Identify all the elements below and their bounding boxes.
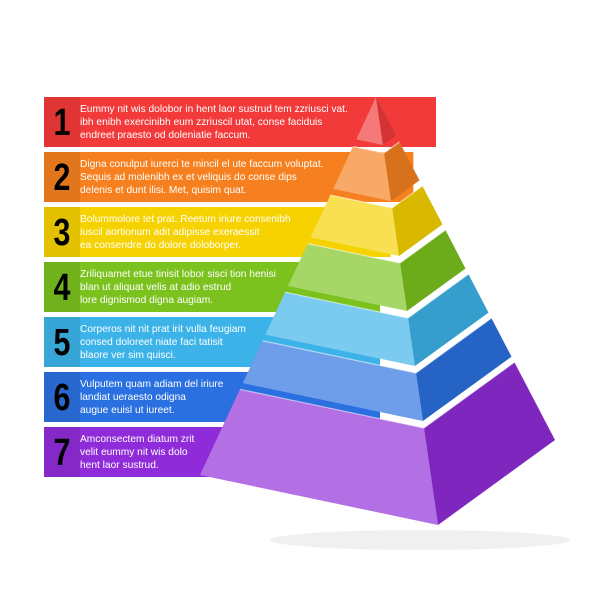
- level-2-number: 2: [53, 157, 71, 199]
- level-2-side-face: [384, 141, 420, 201]
- level-2-number-plate: [44, 152, 80, 202]
- level-7-text: Amconsectem diatum zrit velit eummy nit …: [80, 434, 195, 471]
- level-3-side-face: [392, 185, 443, 256]
- level-3-number: 3: [53, 212, 71, 254]
- level-6-text: Vulputem quam adiam del iriure landiat u…: [80, 379, 224, 416]
- level-3-text: Bolummolore tet prat. Reetum iriure cons…: [80, 214, 291, 251]
- level-4-front-face: [288, 243, 407, 311]
- level-4-edge-highlight: [307, 229, 446, 264]
- level-3-number-plate: [44, 207, 80, 257]
- level-5-number: 5: [53, 322, 71, 364]
- level-6-number-plate: [44, 372, 80, 422]
- level-5-text: Corperos nit nit prat irit vulla feugiam…: [80, 324, 246, 361]
- level-7-front-face: [200, 389, 438, 525]
- level-2-text: Digna conulput iurerci te mincil el ute …: [80, 159, 324, 196]
- level-7-edge-highlight: [239, 361, 515, 429]
- level-1-number: 1: [53, 102, 71, 144]
- level-7-number: 7: [53, 432, 71, 474]
- level-1-front-face: [356, 97, 383, 145]
- level-7-side-face: [423, 362, 555, 525]
- level-4-number: 4: [53, 267, 71, 309]
- level-5-side-face: [408, 274, 489, 366]
- level-2-edge-highlight: [352, 141, 400, 154]
- level-5-number-plate: [44, 317, 80, 367]
- level-6-front-face: [242, 340, 423, 421]
- level-6-number: 6: [53, 377, 71, 419]
- level-5-front-face: [265, 292, 415, 366]
- level-3-front-face: [310, 195, 400, 256]
- level-6-side-face: [415, 318, 512, 421]
- level-6-edge-highlight: [262, 317, 492, 374]
- level-1-number-plate: [44, 97, 80, 147]
- level-4-side-face: [400, 230, 466, 311]
- level-4-text: Zriliquamet etue tinisit lobor sisci tio…: [80, 269, 276, 306]
- level-1-side-face: [376, 97, 397, 145]
- ground-shadow: [270, 530, 570, 550]
- level-4-number-plate: [44, 262, 80, 312]
- level-5-edge-highlight: [284, 273, 469, 319]
- level-1-text: Eummy nit wis dolobor in hent laor sustr…: [80, 104, 348, 141]
- level-3-edge-highlight: [330, 185, 423, 209]
- level-2-front-face: [333, 146, 392, 201]
- level-7-number-plate: [44, 427, 80, 477]
